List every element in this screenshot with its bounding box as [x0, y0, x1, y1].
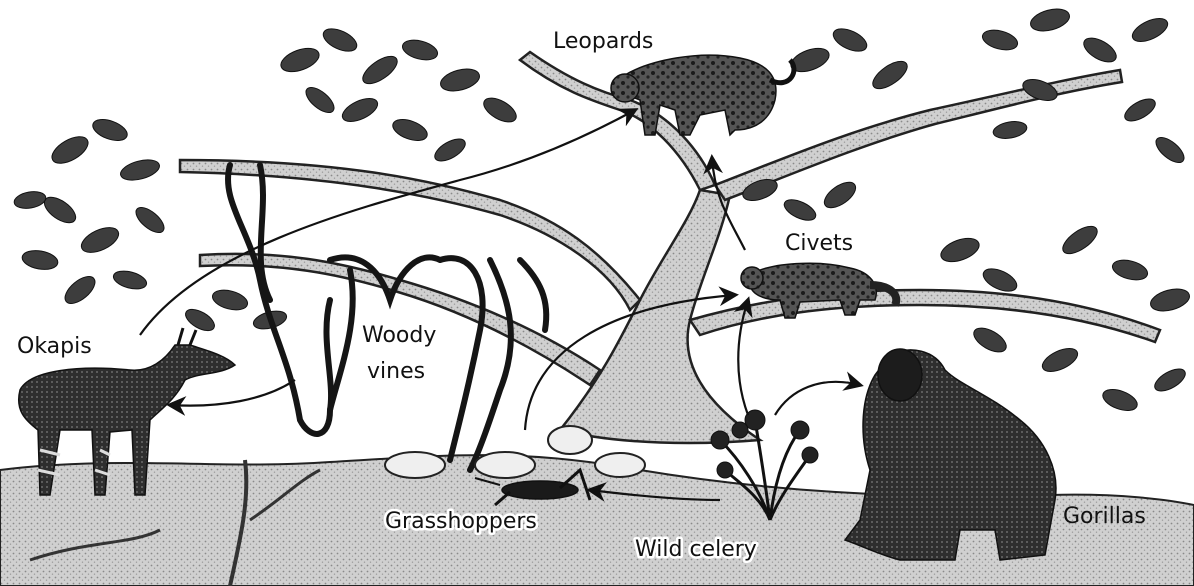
arrow-vines-to-okapi: [170, 380, 295, 406]
tree-branch-right: [690, 290, 1160, 342]
label-wild-celery: Wild celery: [635, 537, 757, 562]
leaf-cluster-left: [13, 115, 168, 308]
label-woody-vines-line1: Woody: [362, 323, 436, 348]
leaf-cluster-top-center: [278, 24, 520, 165]
label-woody-vines-line2: vines: [367, 359, 425, 384]
label-leopards: Leopards: [553, 29, 653, 54]
label-gorillas: Gorillas: [1063, 504, 1146, 529]
label-grasshoppers: Grasshoppers: [385, 509, 537, 534]
label-civets: Civets: [785, 231, 853, 256]
gorilla-icon: [845, 349, 1056, 560]
arrow-celery-to-gorilla: [775, 382, 860, 415]
leopard-icon: [611, 55, 794, 135]
label-okapis: Okapis: [17, 334, 92, 359]
